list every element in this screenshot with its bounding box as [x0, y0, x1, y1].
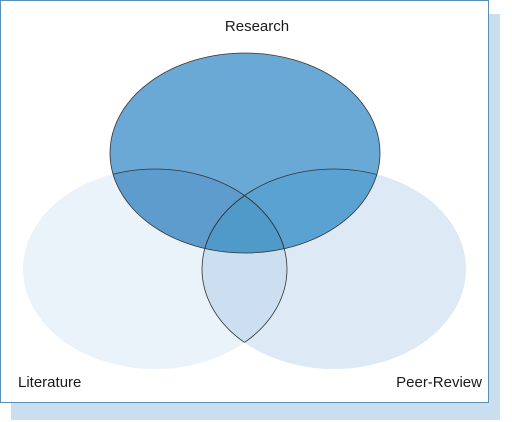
- peer-outline-in-literature: [201, 169, 287, 369]
- diagram-frame: Research Literature Peer-Review: [0, 0, 489, 403]
- literature-outline-in-peer: [202, 169, 288, 369]
- literature-outline-in-research: [110, 168, 288, 253]
- research-outline: [109, 52, 381, 254]
- peer-review-label: Peer-Review: [396, 374, 482, 391]
- literature-label: Literature: [18, 374, 81, 391]
- all-three-overlap: [202, 169, 287, 253]
- venn-diagram: Research Literature Peer-Review: [18, 18, 482, 391]
- research-label: Research: [225, 18, 289, 35]
- peer-outline-in-research: [201, 168, 380, 253]
